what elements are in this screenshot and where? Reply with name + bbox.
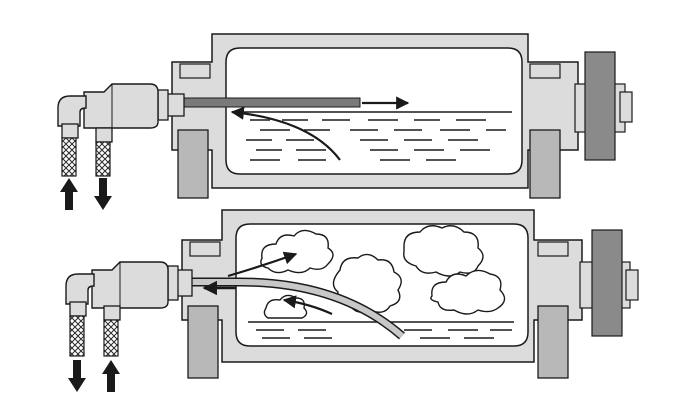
flow-arrow-icon [227,251,298,278]
siphon-tube-top [181,97,361,108]
arrow-up-icon [102,360,120,392]
left-bearing-bottom [187,305,219,379]
arrow-down-icon [94,178,112,210]
chamber-interior-top [225,47,523,175]
flex-hose-icon [95,141,111,177]
right-bearing-bottom [537,305,569,379]
joint-elbow-icon [57,95,87,127]
arrow-down-icon [68,360,86,392]
siphon-tube-bottom [190,279,404,339]
top-panel [57,33,633,210]
liquid-level-top [244,111,512,161]
vapor-cloud-icon [260,229,334,274]
right-bearing-top [529,129,561,199]
bottom-panel [65,209,639,392]
arrow-up-icon [60,178,78,210]
vapor-cloud-icon [430,269,506,315]
flex-hose-icon [69,315,85,357]
flange-bottom [591,229,623,337]
joint-elbow-icon [65,273,95,305]
swivel-joint-icon [91,261,193,309]
flange-top [584,51,616,161]
swivel-joint-icon [83,83,185,129]
flex-hose-icon [61,137,77,177]
flex-hose-icon [103,319,119,357]
flow-arrow-icon [282,295,333,316]
flow-arrow-icon [230,106,341,161]
vapor-cloud-icon [403,225,484,277]
left-bearing-top [177,129,209,199]
